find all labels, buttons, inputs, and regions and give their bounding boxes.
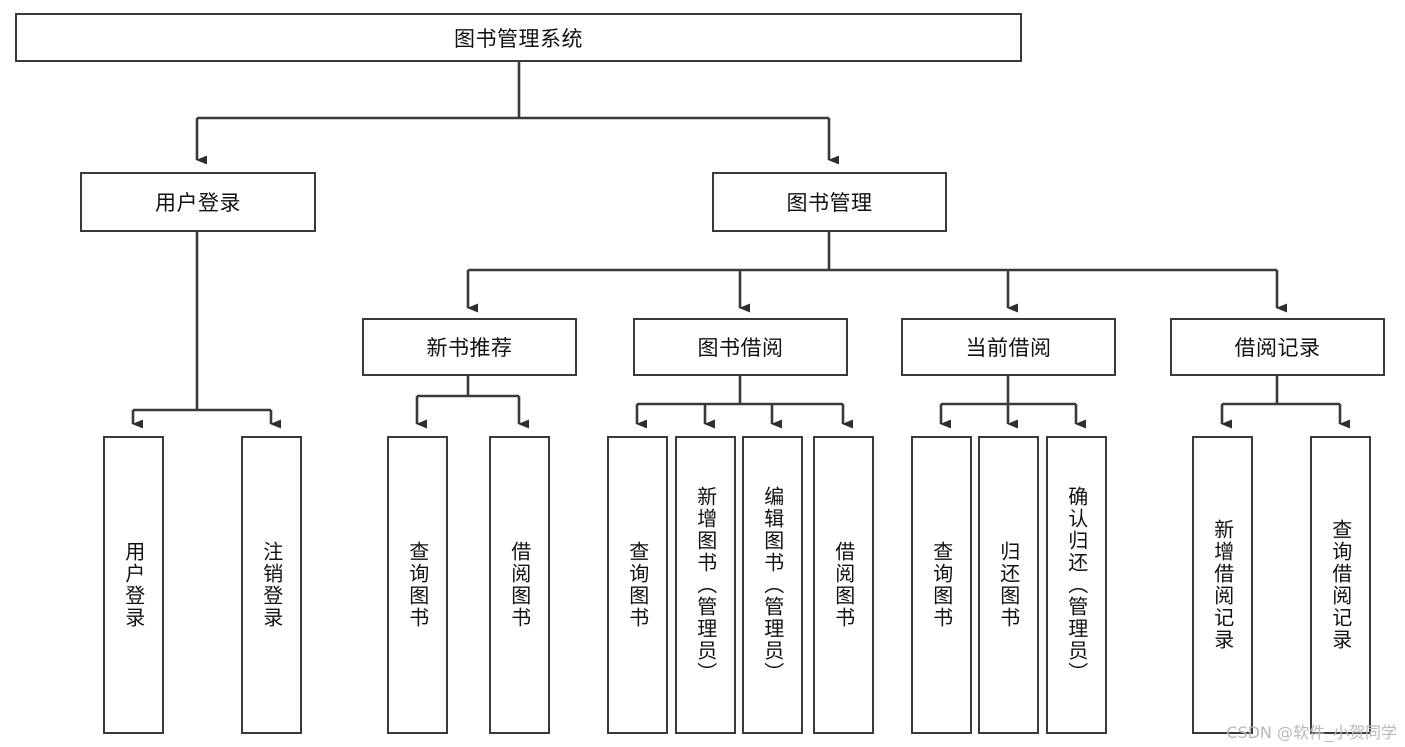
- node-book-management[interactable]: 图书管理: [712, 172, 947, 232]
- node-leaf-add-record[interactable]: 新增借阅记录: [1192, 436, 1253, 734]
- leaf-label: 借阅图书: [507, 541, 532, 629]
- leaf-label: 新增图书（管理员）: [693, 486, 718, 684]
- node-current-borrow[interactable]: 当前借阅: [901, 318, 1116, 376]
- node-borrow-record[interactable]: 借阅记录: [1170, 318, 1385, 376]
- node-leaf-confirm-return[interactable]: 确认归还（管理员）: [1046, 436, 1107, 734]
- leaf-label: 借阅图书: [831, 541, 856, 629]
- node-leaf-edit-book[interactable]: 编辑图书（管理员）: [742, 436, 803, 734]
- node-leaf-query-record[interactable]: 查询借阅记录: [1310, 436, 1371, 734]
- leaf-label: 用户登录: [121, 541, 146, 629]
- leaf-label: 查询图书: [929, 541, 954, 629]
- node-leaf-borrow-book-1[interactable]: 借阅图书: [489, 436, 550, 734]
- node-book-borrow[interactable]: 图书借阅: [633, 318, 848, 376]
- leaf-label: 新增借阅记录: [1210, 519, 1235, 651]
- node-leaf-logout-login[interactable]: 注销登录: [241, 436, 302, 734]
- leaf-label: 编辑图书（管理员）: [760, 486, 785, 684]
- node-leaf-query-book-2[interactable]: 查询图书: [607, 436, 668, 734]
- leaf-label: 查询借阅记录: [1328, 519, 1353, 651]
- leaf-label: 查询图书: [625, 541, 650, 629]
- leaf-label: 注销登录: [259, 541, 284, 629]
- node-root-title[interactable]: 图书管理系统: [15, 13, 1022, 62]
- leaf-label: 确认归还（管理员）: [1064, 486, 1089, 684]
- csdn-watermark: CSDN @软件_小贺同学: [1226, 723, 1397, 742]
- node-user-login[interactable]: 用户登录: [80, 172, 316, 232]
- leaf-label: 查询图书: [405, 541, 430, 629]
- node-new-book-recommend[interactable]: 新书推荐: [362, 318, 577, 376]
- node-leaf-add-book[interactable]: 新增图书（管理员）: [675, 436, 736, 734]
- node-leaf-query-book-3[interactable]: 查询图书: [911, 436, 972, 734]
- node-leaf-return-book[interactable]: 归还图书: [978, 436, 1039, 734]
- node-leaf-query-book-1[interactable]: 查询图书: [387, 436, 448, 734]
- node-leaf-user-login[interactable]: 用户登录: [103, 436, 164, 734]
- leaf-label: 归还图书: [996, 541, 1021, 629]
- node-leaf-borrow-book-2[interactable]: 借阅图书: [813, 436, 874, 734]
